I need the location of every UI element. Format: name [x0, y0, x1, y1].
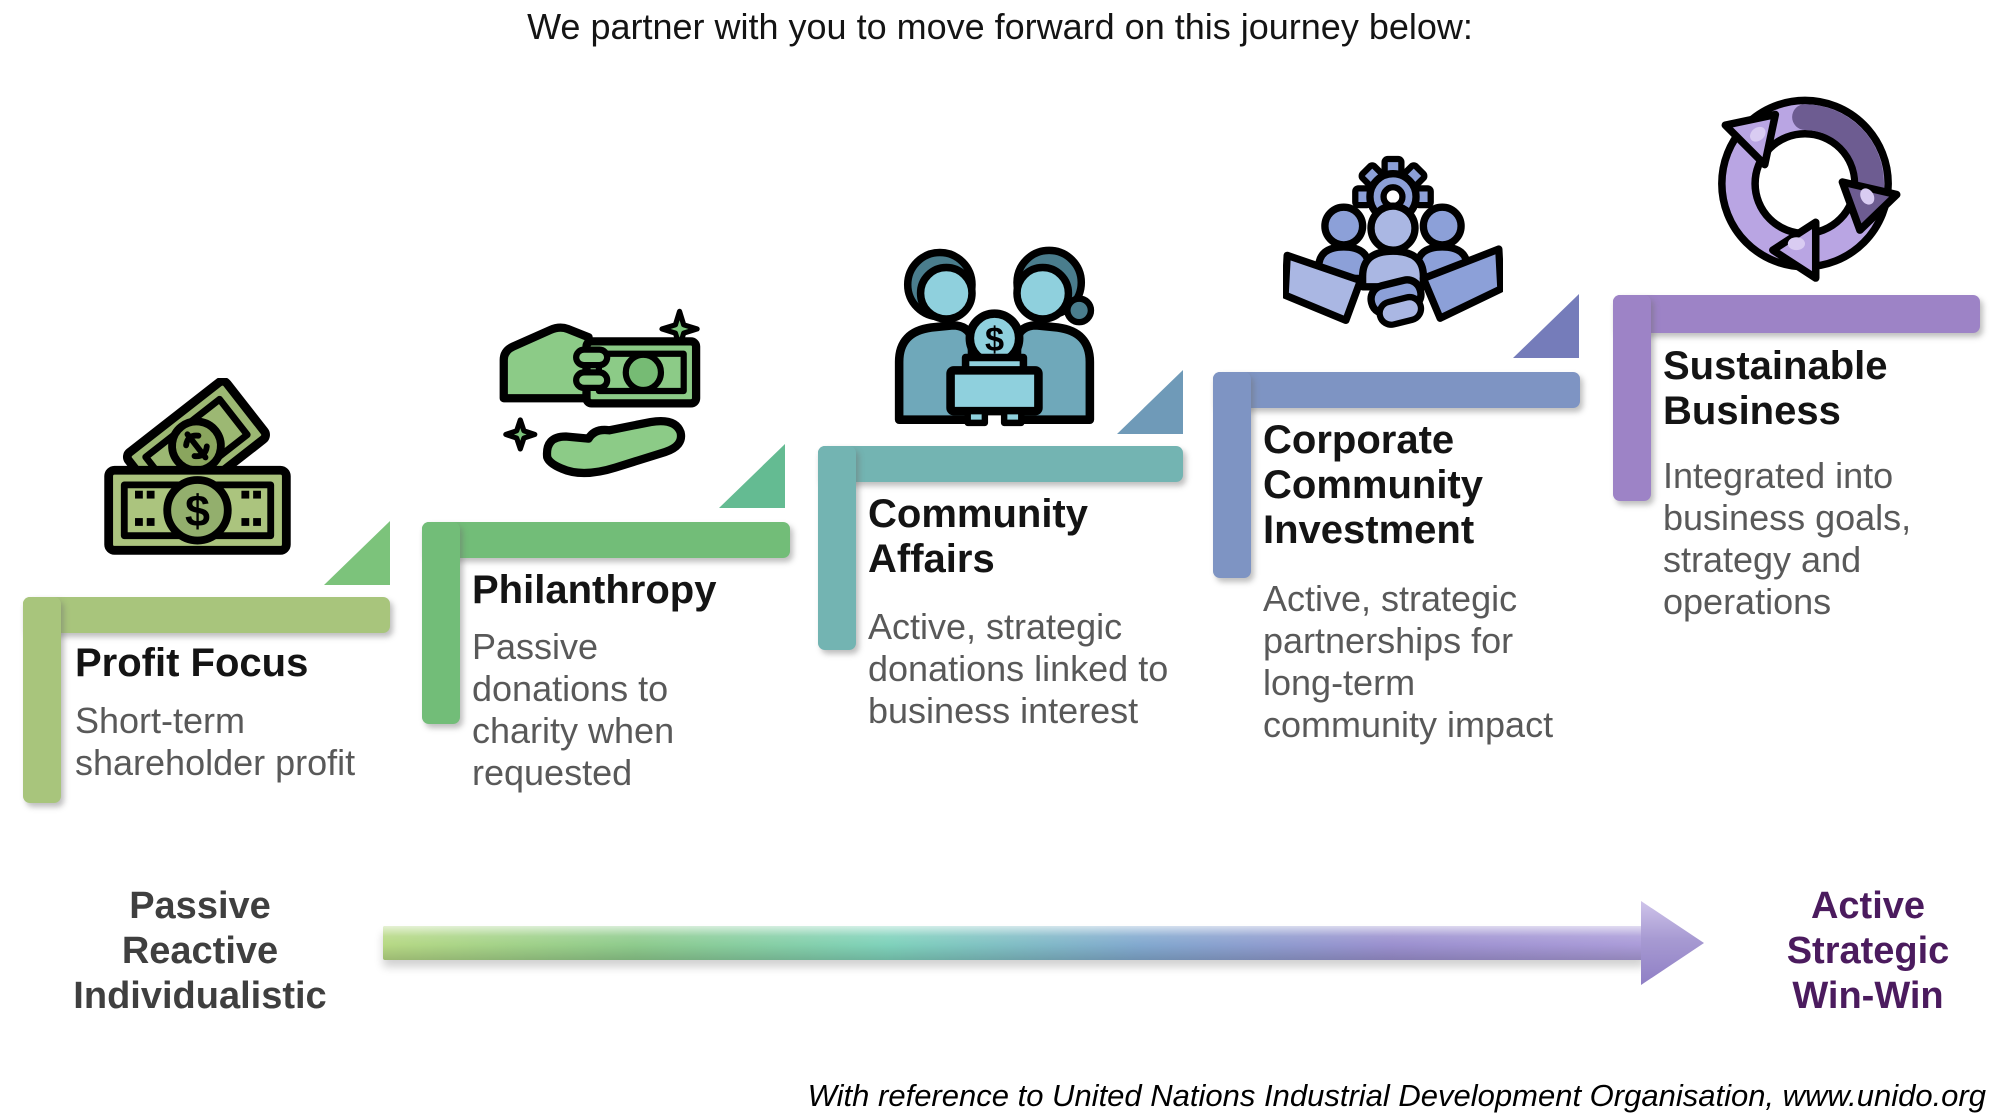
step-bar: [422, 522, 790, 558]
axis-right-label: Active Strategic Win-Win: [1718, 884, 2000, 1019]
reference-note: With reference to United Nations Industr…: [807, 1078, 1986, 1113]
stage-title: Community Affairs: [868, 492, 1088, 581]
step-bar: [818, 446, 1183, 482]
page-title: We partner with you to move forward on t…: [527, 6, 1473, 47]
step-arm: [1213, 372, 1251, 578]
money-icon: $: [95, 378, 300, 583]
stage-description: Active, strategic donations linked to bu…: [868, 606, 1169, 731]
cycle-arrows-icon: [1695, 72, 1915, 292]
step-bar: [1213, 372, 1580, 408]
axis-left-line: Individualistic: [73, 975, 327, 1017]
step-transition-triangle: [324, 521, 390, 585]
stage-title: Profit Focus: [75, 641, 309, 685]
step-transition-triangle: [1513, 294, 1579, 358]
stage-description: Active, strategic partnerships for long-…: [1263, 578, 1554, 745]
stage-title: Philanthropy: [472, 568, 717, 612]
journey-arrow-head: [1641, 901, 1704, 985]
axis-left-label: Passive Reactive Individualistic: [40, 884, 360, 1019]
stage-description: Integrated into business goals, strategy…: [1663, 455, 1912, 622]
people-donation-icon: $: [882, 222, 1107, 447]
axis-right-line: Win-Win: [1792, 975, 1944, 1017]
stage-description: Short-term shareholder profit: [75, 700, 356, 783]
journey-arrow-shaft: [383, 926, 1645, 960]
stage-title: Sustainable Business: [1663, 344, 1888, 433]
axis-right-line: Active: [1810, 885, 1926, 927]
axis-left-line: Passive: [129, 885, 271, 927]
journey-arrow-bevel: [383, 926, 1645, 960]
stage-description: Passive donations to charity when reques…: [472, 626, 675, 793]
axis-left-line: Reactive: [121, 930, 279, 972]
step-transition-triangle: [719, 444, 785, 508]
step-bar: [23, 597, 390, 633]
handshake-team-icon: [1283, 148, 1503, 368]
svg-text:$: $: [985, 321, 1004, 359]
svg-text:$: $: [185, 485, 210, 536]
step-arm: [23, 597, 61, 803]
axis-right-line: Strategic: [1786, 930, 1950, 972]
stage-title: Corporate Community Investment: [1263, 418, 1483, 552]
step-transition-triangle: [1117, 370, 1183, 434]
step-arm: [818, 446, 856, 650]
hand-giving-money-icon: [492, 300, 712, 512]
step-arm: [422, 522, 460, 724]
step-bar: [1613, 295, 1980, 333]
step-arm: [1613, 295, 1651, 501]
